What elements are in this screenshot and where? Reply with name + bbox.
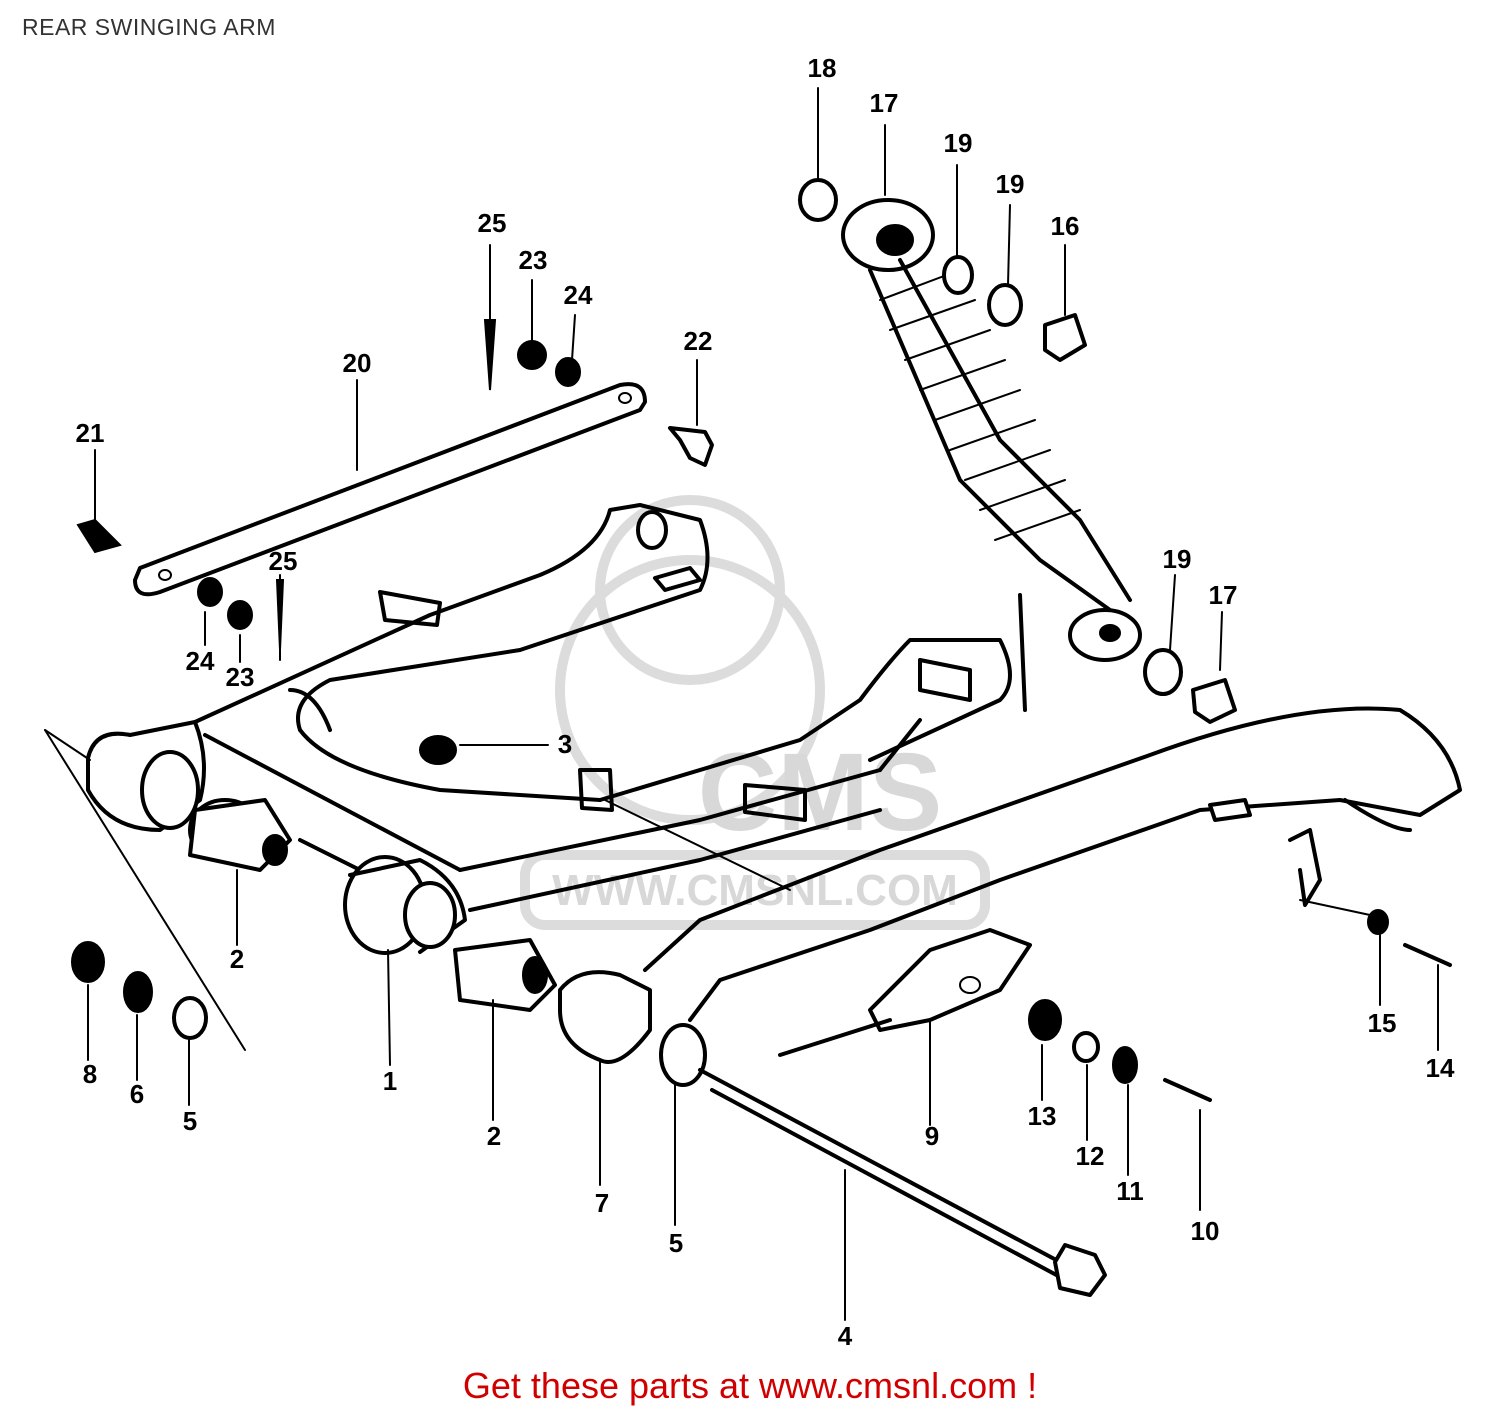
callout-19a: 19 [944, 128, 973, 158]
callout-25a: 25 [478, 208, 507, 238]
fasteners [71, 178, 1452, 1102]
callout-21: 21 [76, 418, 105, 448]
callout-23a: 23 [519, 245, 548, 275]
pivot-shaft [698, 1068, 1107, 1297]
callout-10: 10 [1191, 1216, 1220, 1246]
callout-3: 3 [558, 729, 572, 759]
callout-24a: 24 [564, 280, 593, 310]
callout-9: 9 [925, 1121, 939, 1151]
torque-rod [133, 382, 647, 597]
callout-8: 8 [83, 1059, 97, 1089]
callout-18: 18 [808, 53, 837, 83]
callout-25b: 25 [269, 546, 298, 576]
callout-17b: 17 [1209, 580, 1238, 610]
page-title: REAR SWINGING ARM [22, 14, 276, 40]
callout-24b: 24 [186, 646, 215, 676]
watermark-logo-text: CMS [698, 731, 942, 854]
callout-22: 22 [684, 326, 713, 356]
callout-5b: 5 [669, 1228, 683, 1258]
callout-15: 15 [1368, 1008, 1397, 1038]
watermark: CMS WWW.CMSNL.COM [520, 495, 990, 930]
footer-link[interactable]: Get these parts at www.cmsnl.com ! [462, 1365, 1038, 1406]
callout-5a: 5 [183, 1106, 197, 1136]
callout-17a: 16 [1051, 211, 1080, 241]
callout-20: 20 [343, 348, 372, 378]
callout-16: 17 [870, 88, 899, 118]
watermark-url-text: WWW.CMSNL.COM [552, 866, 958, 915]
callout-11: 11 [1116, 1176, 1144, 1206]
callout-1: 1 [383, 1066, 397, 1096]
swing-arm [86, 503, 1462, 1087]
callout-23b: 23 [226, 662, 255, 692]
callout-4: 4 [838, 1321, 853, 1351]
callout-14: 14 [1426, 1053, 1455, 1083]
callout-12: 12 [1076, 1141, 1105, 1171]
callout-19c: 19 [1163, 544, 1192, 574]
callout-6: 6 [130, 1079, 144, 1109]
callout-2b: 2 [487, 1121, 501, 1151]
rear-shock-absorber [841, 198, 1142, 712]
callout-2a: 2 [230, 944, 244, 974]
callout-labels: 18 17 19 19 16 25 23 24 22 20 21 25 24 2… [76, 53, 1455, 1351]
leader-lines [44, 87, 1439, 1321]
callout-19b: 19 [996, 169, 1025, 199]
callout-7: 7 [595, 1188, 609, 1218]
callout-13: 13 [1028, 1101, 1057, 1131]
